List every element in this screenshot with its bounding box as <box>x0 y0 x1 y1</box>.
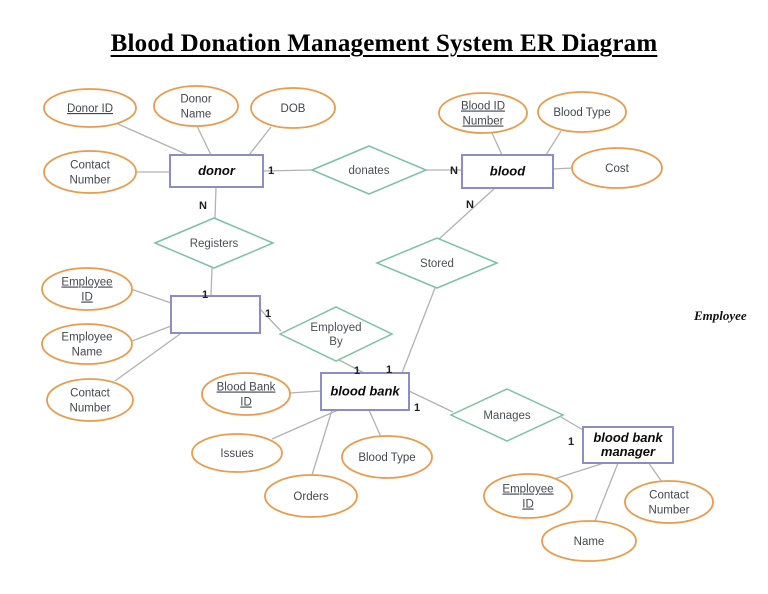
attribute-employee-contact-number <box>46 378 134 422</box>
cardinality-label-4: 1 <box>202 289 208 301</box>
entity-blood <box>461 154 554 189</box>
entity-blood-bank <box>320 372 410 411</box>
attribute-blood-type <box>537 91 627 133</box>
connector-line-14 <box>114 333 181 382</box>
connector-line-0 <box>117 123 189 156</box>
attribute-employee-id <box>41 267 133 311</box>
entity-label-blood-bank: blood bank <box>330 384 400 399</box>
connector-line-21 <box>553 462 605 480</box>
relationship-employed-by <box>278 306 394 362</box>
cardinality-label-1: N <box>450 165 458 177</box>
cardinality-label-9: 1 <box>568 436 574 448</box>
attribute-label-issues: Issues <box>220 448 253 460</box>
attribute-orders <box>264 474 358 518</box>
connector-line-13 <box>131 325 172 342</box>
attribute-issues <box>191 433 283 473</box>
connector-line-18 <box>368 409 382 438</box>
attribute-donor-contact-number <box>43 150 137 194</box>
connector-line-26 <box>552 167 573 170</box>
connector-line-25 <box>545 130 562 156</box>
connector-line-19 <box>408 390 454 413</box>
relationship-donates <box>310 145 428 195</box>
entity-label-blood: blood <box>490 164 526 179</box>
relationship-label-stored: Stored <box>420 258 454 270</box>
connector-line-24 <box>491 132 503 156</box>
cardinality-label-8: 1 <box>414 402 420 414</box>
cardinality-label-2: N <box>199 200 207 212</box>
entity-blood-bank-manager <box>582 426 674 464</box>
cardinality-label-0: 1 <box>268 165 274 177</box>
attribute-employee-name <box>41 323 133 365</box>
attribute-label-orders: Orders <box>293 491 328 503</box>
attribute-manager-contact-number <box>624 480 714 524</box>
attribute-label-cost: Cost <box>605 163 629 175</box>
connector-line-20 <box>560 416 584 431</box>
cardinality-label-6: 1 <box>354 365 360 377</box>
connector-line-22 <box>594 462 619 522</box>
attribute-label-blood-type: Blood Type <box>553 107 610 119</box>
attribute-dob <box>250 87 336 129</box>
connector-line-23 <box>647 461 663 483</box>
attribute-bank-blood-type <box>341 435 433 479</box>
connector-line-8 <box>438 187 496 240</box>
entity-employee <box>170 295 261 334</box>
relationship-registers <box>153 217 275 269</box>
connector-line-1 <box>196 125 212 156</box>
attribute-manager-name <box>541 520 637 562</box>
attribute-blood-id-number <box>438 92 528 134</box>
connector-line-12 <box>130 288 172 304</box>
cardinality-label-5: 1 <box>265 308 271 320</box>
floating-employee-label: Employee <box>694 308 747 323</box>
relationship-label-donates: donates <box>349 165 390 177</box>
connector-line-16 <box>271 409 339 440</box>
connector-line-15 <box>289 390 322 394</box>
attribute-donor-name <box>153 85 239 127</box>
relationship-label-registers: Registers <box>190 238 239 250</box>
connector-line-10 <box>259 308 282 332</box>
connector-line-9 <box>401 287 436 374</box>
attribute-label-bank-blood-type: Blood Type <box>358 452 415 464</box>
connector-line-7 <box>210 267 213 297</box>
attribute-label-manager-name: Name <box>574 536 605 548</box>
connector-line-2 <box>248 126 272 156</box>
entity-label-donor: donor <box>198 163 236 178</box>
page-title: Blood Donation Management System ER Diag… <box>110 30 658 57</box>
connector-line-4 <box>262 169 314 172</box>
attribute-manager-employee-id <box>483 473 573 519</box>
connector-line-17 <box>311 409 333 476</box>
attribute-label-dob: DOB <box>281 103 306 115</box>
relationship-stored <box>375 237 499 289</box>
relationship-manages <box>449 388 565 442</box>
attribute-cost <box>571 147 663 189</box>
connector-line-6 <box>214 186 217 219</box>
connector-line-11 <box>338 359 365 374</box>
cardinality-label-3: N <box>466 199 474 211</box>
entity-donor <box>169 154 264 188</box>
relationship-label-manages: Manages <box>483 410 531 422</box>
cardinality-label-7: 1 <box>386 364 392 376</box>
attribute-donor-id <box>43 88 137 128</box>
attribute-blood-bank-id <box>201 372 291 416</box>
attribute-label-donor-id: Donor ID <box>67 103 113 115</box>
